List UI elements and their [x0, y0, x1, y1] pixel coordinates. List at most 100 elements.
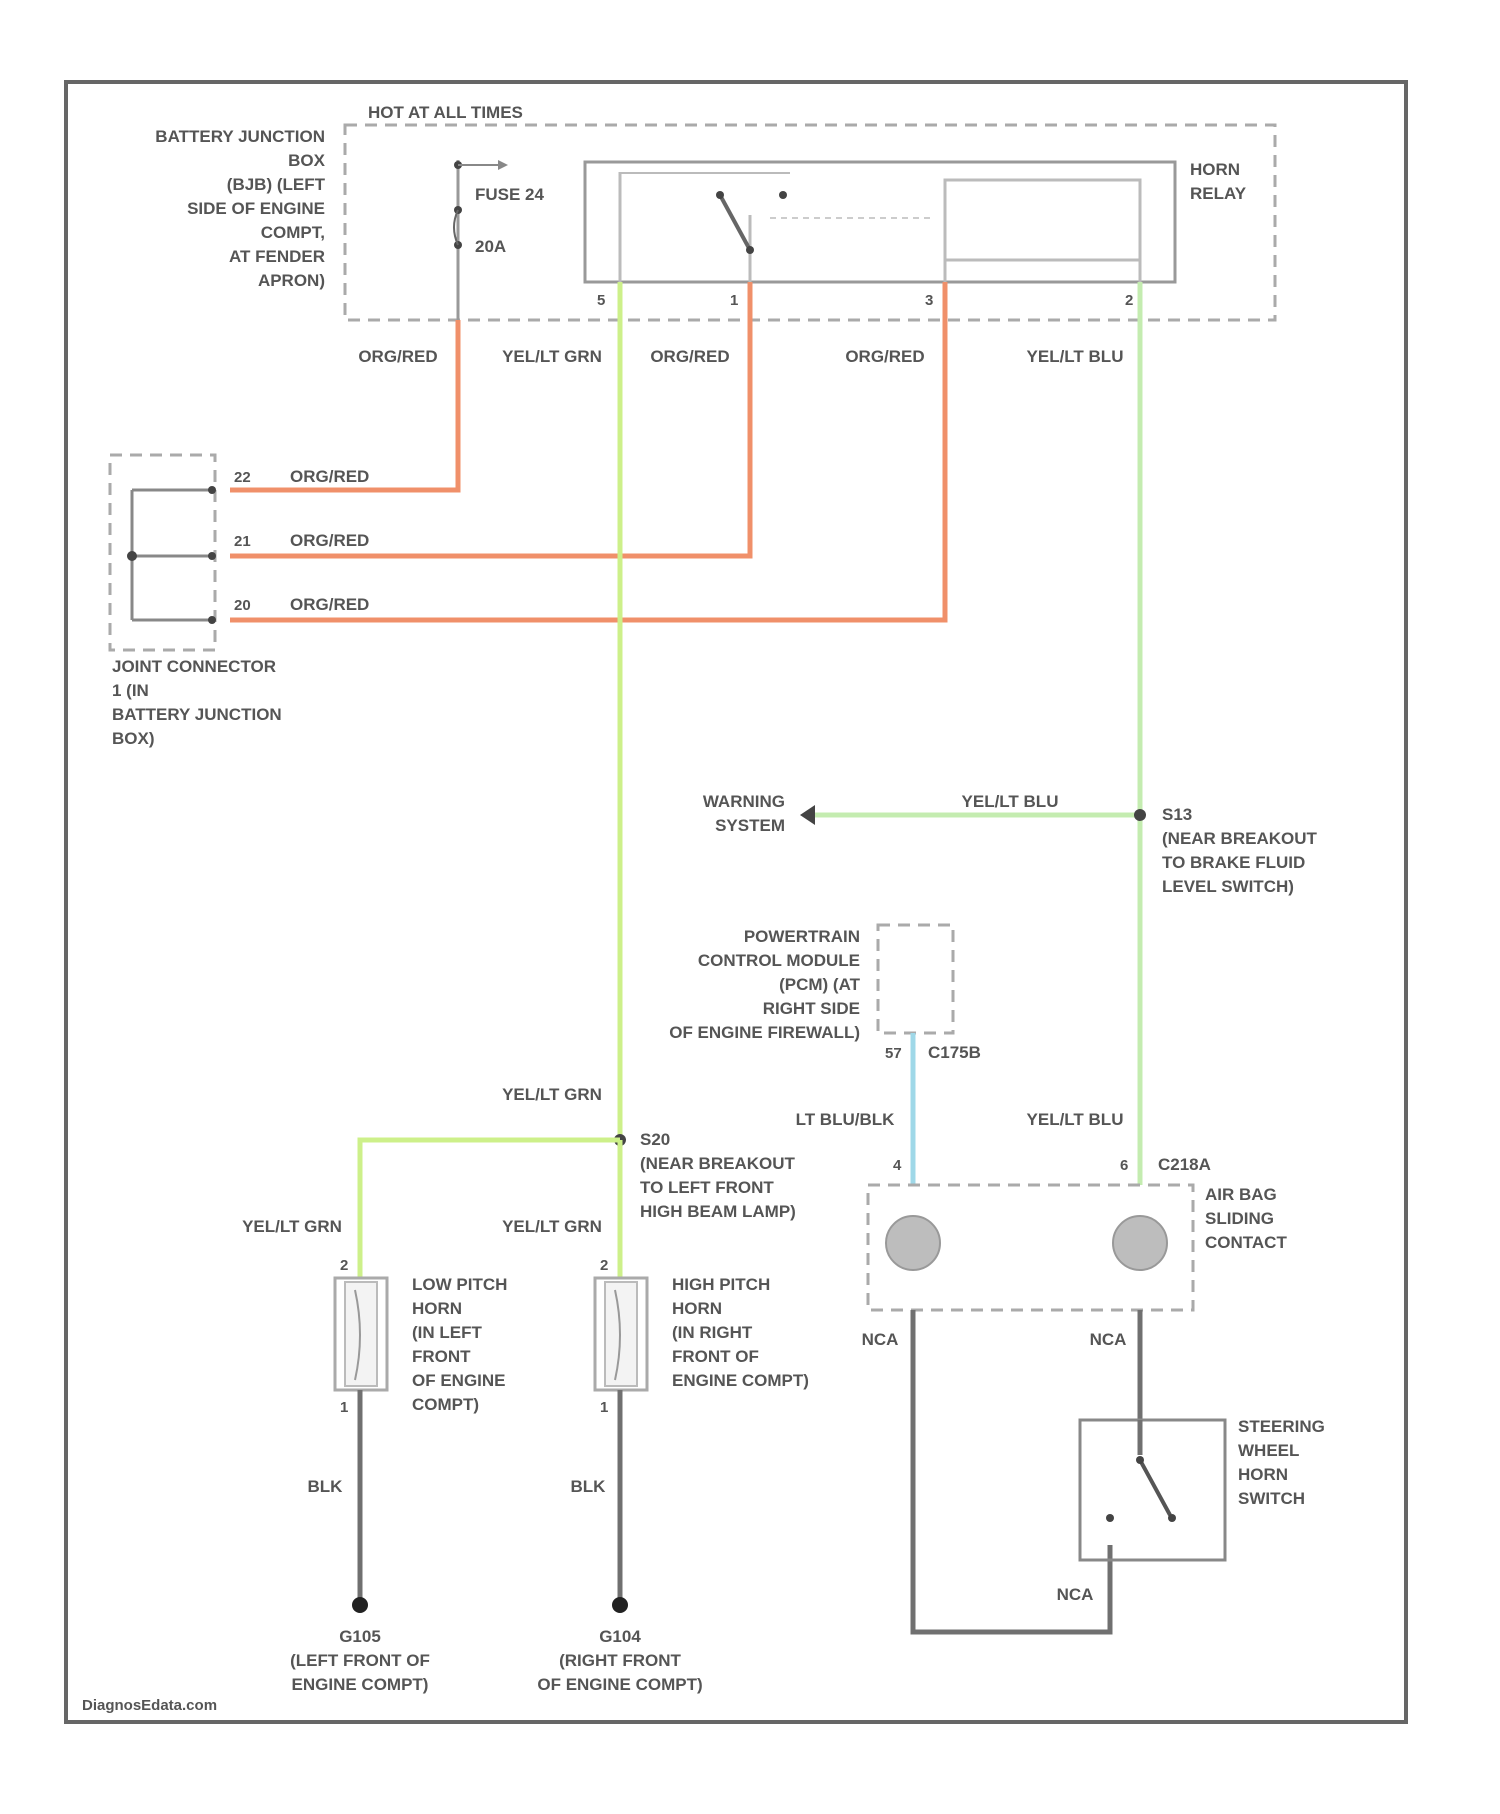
- wire-yel-blu-label: YEL/LT BLU: [1027, 1110, 1124, 1129]
- pcm-label: OF ENGINE FIREWALL): [669, 1023, 860, 1042]
- battery-box-line: BOX: [288, 151, 326, 170]
- wire-blk-label: BLK: [308, 1477, 344, 1496]
- airbag-label: CONTACT: [1205, 1233, 1287, 1252]
- relay-pin: 1: [730, 292, 738, 309]
- airbag-label: AIR BAG: [1205, 1185, 1277, 1204]
- pcm-connector: C175B: [928, 1043, 981, 1062]
- high-pitch-horn: 2 1 HIGH PITCH HORN (IN RIGHT FRONT OF E…: [595, 1257, 809, 1416]
- high-horn-label: ENGINE COMPT): [672, 1371, 809, 1390]
- wire-color-label: YEL/LT BLU: [1027, 347, 1124, 366]
- high-horn-label: (IN RIGHT: [672, 1323, 753, 1342]
- splice-s20-label: HIGH BEAM LAMP): [640, 1202, 796, 1221]
- g105-label: G105: [339, 1627, 381, 1646]
- relay-coil: [945, 180, 1140, 260]
- wire-lt-blu-label: LT BLU/BLK: [796, 1110, 896, 1129]
- horn-pin: 1: [340, 1399, 348, 1416]
- low-horn-label: (IN LEFT: [412, 1323, 482, 1342]
- relay-pin: 3: [925, 292, 933, 309]
- low-horn-label: COMPT): [412, 1395, 479, 1414]
- fuse-rating: 20A: [475, 237, 506, 256]
- steering-label: HORN: [1238, 1465, 1288, 1484]
- battery-box-line: COMPT,: [261, 223, 325, 242]
- credit-label: DiagnosEdata.com: [82, 1697, 217, 1714]
- pcm-label: RIGHT SIDE: [763, 999, 860, 1018]
- joint-connector-label: BATTERY JUNCTION: [112, 705, 282, 724]
- battery-box-label: BATTERY JUNCTION BOX (BJB) (LEFT SIDE OF…: [155, 127, 325, 290]
- joint-pin: 20: [234, 597, 251, 614]
- low-horn-label: FRONT: [412, 1347, 471, 1366]
- nca-label: NCA: [862, 1330, 899, 1349]
- airbag-pin: 4: [893, 1157, 902, 1174]
- wire-org-red-pin1: [230, 282, 750, 556]
- splice-s13-label: LEVEL SWITCH): [1162, 877, 1294, 896]
- wire-to-low-horn: [360, 1140, 620, 1278]
- pcm-pin: 57: [885, 1045, 902, 1062]
- horn-pin: 2: [600, 1257, 608, 1274]
- splice-s13-dot: [1134, 809, 1146, 821]
- pcm-box: [878, 925, 953, 1033]
- wire-color-label: ORG/RED: [845, 347, 924, 366]
- splice-s13-label: TO BRAKE FLUID: [1162, 853, 1305, 872]
- high-horn-label: HORN: [672, 1299, 722, 1318]
- low-horn-label: HORN: [412, 1299, 462, 1318]
- horn-relay-label: RELAY: [1190, 184, 1247, 203]
- diagram-frame: [66, 82, 1406, 1722]
- g104-label: (RIGHT FRONT: [559, 1651, 681, 1670]
- joint-wire-label: ORG/RED: [290, 595, 369, 614]
- pcm-label: (PCM) (AT: [779, 975, 860, 994]
- warning-wire-label: YEL/LT BLU: [962, 792, 1059, 811]
- joint-connector-label: JOINT CONNECTOR: [112, 657, 276, 676]
- horn-relay: HORN RELAY 5 1 3 2: [585, 160, 1247, 309]
- pcm-label: POWERTRAIN: [744, 927, 860, 946]
- wire-yel-grn-label: YEL/LT GRN: [502, 1217, 602, 1236]
- relay-pin: 2: [1125, 292, 1133, 309]
- battery-junction-box-outline: [345, 125, 1275, 320]
- splice-s20-label: (NEAR BREAKOUT: [640, 1154, 796, 1173]
- nca-label: NCA: [1090, 1330, 1127, 1349]
- g105-label: ENGINE COMPT): [292, 1675, 429, 1694]
- low-horn-label: LOW PITCH: [412, 1275, 507, 1294]
- steering-label: WHEEL: [1238, 1441, 1299, 1460]
- wire-color-label: YEL/LT GRN: [502, 347, 602, 366]
- joint-wire-label: ORG/RED: [290, 467, 369, 486]
- nca-label: NCA: [1057, 1585, 1094, 1604]
- warning-arrow: [800, 805, 815, 825]
- relay-switch-contact: [720, 195, 750, 250]
- wire-org-red-pin3: [230, 282, 945, 620]
- wire-yel-grn-label: YEL/LT GRN: [502, 1085, 602, 1104]
- horn-relay-label: HORN: [1190, 160, 1240, 179]
- battery-box-line: BATTERY JUNCTION: [155, 127, 325, 146]
- splice-s13-label: S13: [1162, 805, 1192, 824]
- steering-wheel-horn-switch: STEERING WHEEL HORN SWITCH: [1080, 1417, 1325, 1560]
- horn-pin: 2: [340, 1257, 348, 1274]
- ground-g105: [352, 1597, 368, 1613]
- g104-label: OF ENGINE COMPT): [537, 1675, 702, 1694]
- joint-pin: 22: [234, 469, 251, 486]
- joint-wire-label: ORG/RED: [290, 531, 369, 550]
- relay-pin: 5: [597, 292, 605, 309]
- warning-system-label: SYSTEM: [715, 816, 785, 835]
- warning-system-label: WARNING: [703, 792, 785, 811]
- high-horn-label: HIGH PITCH: [672, 1275, 770, 1294]
- g105-label: (LEFT FRONT OF: [290, 1651, 430, 1670]
- joint-pin: 21: [234, 533, 251, 550]
- fuse-24: FUSE 24 20A: [454, 160, 545, 320]
- airbag-connector: C218A: [1158, 1155, 1211, 1174]
- hot-at-all-times-label: HOT AT ALL TIMES: [368, 103, 523, 122]
- fuse-label: FUSE 24: [475, 185, 545, 204]
- splice-s20-label: S20: [640, 1130, 670, 1149]
- ground-g104: [612, 1597, 628, 1613]
- g104-label: G104: [599, 1627, 641, 1646]
- wire-color-label: ORG/RED: [650, 347, 729, 366]
- high-horn-label: FRONT OF: [672, 1347, 759, 1366]
- battery-box-line: APRON): [258, 271, 325, 290]
- battery-box-line: SIDE OF ENGINE: [187, 199, 325, 218]
- wire-org-red-fuse: [230, 320, 458, 490]
- battery-box-line: (BJB) (LEFT: [227, 175, 326, 194]
- wire-blk-label: BLK: [571, 1477, 607, 1496]
- wire-color-label: ORG/RED: [358, 347, 437, 366]
- steering-label: STEERING: [1238, 1417, 1325, 1436]
- splice-s13-label: (NEAR BREAKOUT: [1162, 829, 1318, 848]
- wire-yel-grn-label: YEL/LT GRN: [242, 1217, 342, 1236]
- joint-connector-label: 1 (IN: [112, 681, 149, 700]
